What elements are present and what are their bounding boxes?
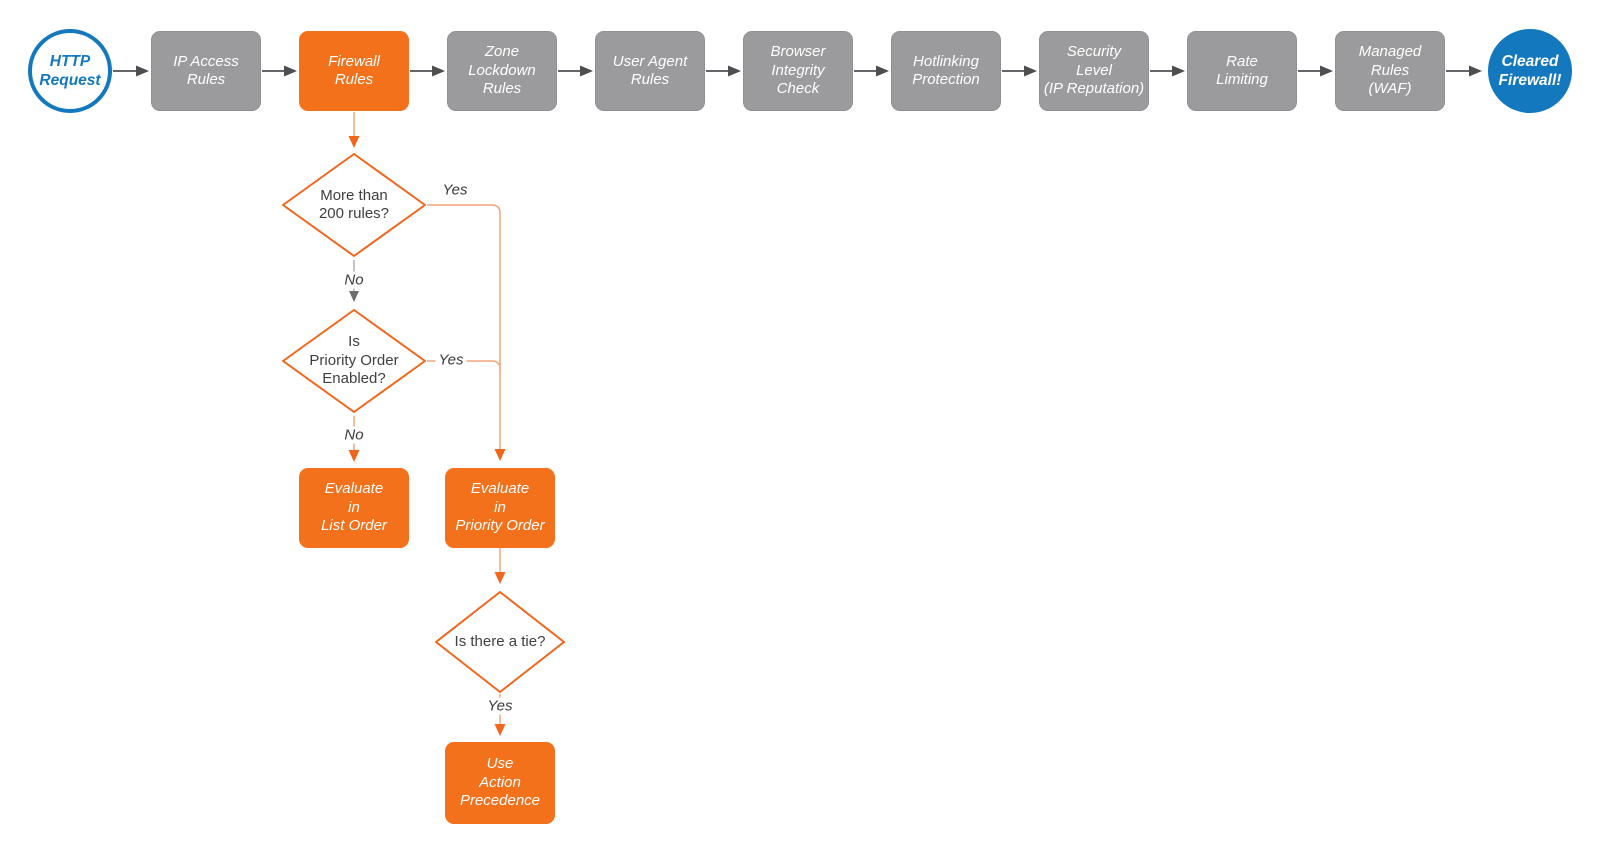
step-rate-limiting: Rate Limiting xyxy=(1187,31,1297,111)
outcome-evaluate-in-list-order: Evaluate in List Order xyxy=(299,468,409,548)
step-zone-lockdown-rules: Zone Lockdown Rules xyxy=(447,31,557,111)
step-firewall-rules: Firewall Rules xyxy=(299,31,409,111)
edge-label-yes-tie: Yes xyxy=(484,697,516,715)
step-ip-access-rules: IP Access Rules xyxy=(151,31,261,111)
step-hotlinking-protection: Hotlinking Protection xyxy=(891,31,1001,111)
outcome-use-action-precedence: Use Action Precedence xyxy=(445,742,555,824)
end-node-cleared-firewall: Cleared Firewall! xyxy=(1488,29,1572,113)
edge-label-no-200-rules: No xyxy=(341,271,367,289)
start-node-http-request: HTTP Request xyxy=(28,29,112,113)
edge-label-no-priority-enabled: No xyxy=(341,426,367,444)
diamond-shape xyxy=(281,308,427,414)
decision-question: Is Priority Order Enabled? xyxy=(309,333,399,388)
diamond-shape xyxy=(434,590,566,694)
outcome-evaluate-in-priority-order: Evaluate in Priority Order xyxy=(445,468,555,548)
decision-is-there-a-tie: Is there a tie? xyxy=(434,590,566,694)
decision-question: Is there a tie? xyxy=(454,632,546,650)
edge-label-yes-priority-enabled: Yes xyxy=(435,351,467,369)
step-user-agent-rules: User Agent Rules xyxy=(595,31,705,111)
decision-question: More than 200 rules? xyxy=(318,186,390,223)
decision-more-than-200-rules: More than 200 rules? xyxy=(281,152,427,258)
edge-label-yes-200-rules: Yes xyxy=(439,181,471,199)
arrow-decision200-yes xyxy=(427,204,506,461)
line-priority-yes-join xyxy=(427,360,501,370)
step-browser-integrity-check: Browser Integrity Check xyxy=(743,31,853,111)
step-managed-rules-waf: Managed Rules (WAF) xyxy=(1335,31,1445,111)
step-security-level: Security Level (IP Reputation) xyxy=(1039,31,1149,111)
decision-priority-order-enabled: Is Priority Order Enabled? xyxy=(281,308,427,414)
diamond-shape xyxy=(281,152,427,258)
